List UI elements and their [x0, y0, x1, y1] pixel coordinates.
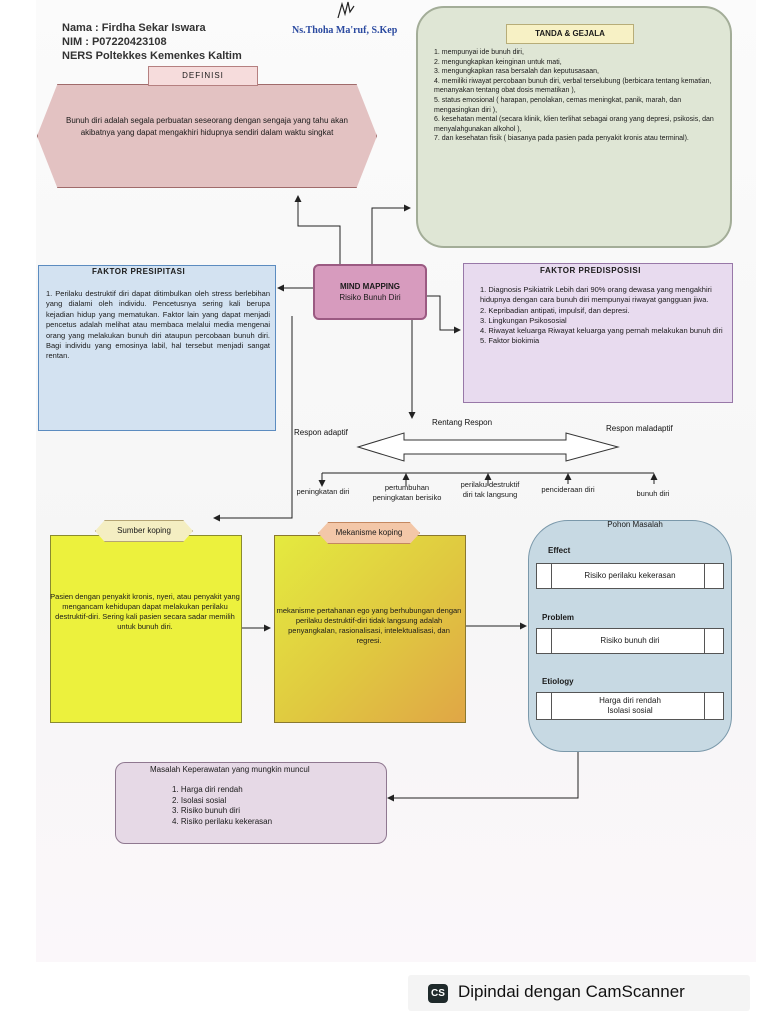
header-institution: NERS Poltekkes Kemenkes Kaltim [62, 50, 242, 62]
etiology-label: Etiology [542, 677, 574, 686]
problem-row: Risiko bunuh diri [536, 628, 724, 654]
list-item: 3. Risiko bunuh diri [172, 806, 241, 815]
mekanisme-koping-box [274, 535, 466, 723]
mekanisme-koping-title: Mekanisme koping [318, 522, 420, 544]
list-item: 5. Faktor biokimia [480, 336, 540, 346]
masalah-keperawatan-title: Masalah Keperawatan yang mungkin muncul [150, 765, 310, 774]
list-item: 3. Lingkungan Psikososial [480, 315, 567, 325]
list-item: 1. Diagnosis Psikiatrik Lebih dari 90% o… [480, 285, 712, 305]
list-item: 1. Harga diri rendah [172, 785, 243, 794]
etiology-text-1: Harga diri rendah [599, 696, 661, 705]
pohon-masalah-title: Pohon Masalah [607, 520, 663, 529]
camscanner-logo-icon: CS [428, 984, 448, 1003]
list-item: 4. Risiko perilaku kekerasan [172, 816, 273, 826]
definisi-title: DEFINISI [148, 66, 258, 86]
tanda-gejala-box [416, 6, 732, 248]
etiology-text-2: Isolasi sosial [607, 706, 653, 715]
scale-label: peningkatan diri [296, 487, 350, 496]
scale-label: pencideraan diri [541, 485, 595, 494]
masalah-keperawatan-box [115, 762, 387, 844]
list-item: 3. mengungkapkan rasa bersalah dan keput… [434, 68, 600, 76]
definisi-text: Bunuh diri adalah segala perbuatan seseo… [66, 116, 348, 137]
faktor-presipitasi-text: 1. Perilaku destruktif diri dapat ditimb… [46, 289, 270, 361]
mind-mapping-center: MIND MAPPING Risiko Bunuh Diri [313, 264, 427, 320]
camscanner-badge [408, 975, 750, 1011]
list-item: 6. kesehatan mental (secara klinik, klie… [434, 116, 714, 133]
double-arrow-icon [356, 432, 620, 462]
sumber-koping-title: Sumber koping [95, 520, 193, 542]
list-item: 4. Riwayat keluarga Riwayat keluarga yan… [480, 326, 723, 336]
tanda-gejala-list: 1. mempunyai ide bunuh diri, 2. mengungk… [434, 48, 724, 144]
faktor-presipitasi-box [38, 265, 276, 431]
list-item: 7. dan kesehatan fisik ( biasanya pada p… [434, 135, 689, 143]
problem-text: Risiko bunuh diri [600, 636, 660, 645]
faktor-predisposisi-list: 1. Diagnosis Psikiatrik Lebih dari 90% o… [480, 285, 726, 347]
problem-label: Problem [542, 613, 575, 622]
scale-label: perilaku destruktif diri tak langsung [460, 480, 520, 499]
respon-adaptif-label: Respon adaptif [294, 428, 348, 437]
effect-text: Risiko perilaku kekerasan [584, 571, 676, 580]
header-nim: NIM : P07220423108 [62, 36, 167, 48]
masalah-keperawatan-list: 1. Harga diri rendah 2. Isolasi sosial 3… [172, 785, 272, 827]
effect-label: Effect [548, 546, 571, 555]
list-item: 2. Kepribadian antipati, impulsif, dan d… [480, 305, 630, 315]
faktor-predisposisi-title: FAKTOR PREDISPOSISI [540, 266, 641, 275]
list-item: 2. Isolasi sosial [172, 795, 227, 805]
sumber-koping-box [50, 535, 242, 723]
mind-mapping-topic: Risiko Bunuh Diri [339, 293, 401, 302]
header-name: Nama : Firdha Sekar Iswara [62, 22, 206, 34]
list-item: 2. mengungkapkan keinginan untuk mati, [434, 58, 562, 66]
effect-row: Risiko perilaku kekerasan [536, 563, 724, 589]
camscanner-text: Dipindai dengan CamScanner [458, 982, 685, 1001]
faktor-predisposisi-box [463, 263, 733, 403]
faktor-presipitasi-title: FAKTOR PRESIPITASI [92, 267, 186, 276]
mekanisme-koping-text: mekanisme pertahanan ego yang berhubunga… [276, 606, 462, 645]
tanda-gejala-title: TANDA & GEJALA [506, 24, 634, 44]
list-item: 5. status emosional ( harapan, penolakan… [434, 96, 682, 114]
mind-mapping-title: MIND MAPPING [340, 282, 400, 291]
list-item: 4. memiliki riwayat percobaan bunuh diri… [434, 77, 712, 95]
rentang-respon-title: Rentang Respon [432, 418, 493, 427]
scale-label: pertumbuhan peningkatan berisiko [372, 483, 442, 502]
definisi-box [37, 84, 377, 188]
respon-maladaptif-label: Respon maladaptif [606, 424, 673, 433]
sumber-koping-text: Pasien dengan penyakit kronis, nyeri, at… [50, 592, 240, 631]
list-item: 1. mempunyai ide bunuh diri, [434, 49, 524, 56]
etiology-row: Harga diri rendah Isolasi sosial [536, 692, 724, 720]
scale-label: bunuh diri [636, 489, 670, 498]
signature-text: Ns.Thoha Ma'ruf, S.Kep [292, 25, 398, 36]
signature-icon [337, 1, 355, 19]
